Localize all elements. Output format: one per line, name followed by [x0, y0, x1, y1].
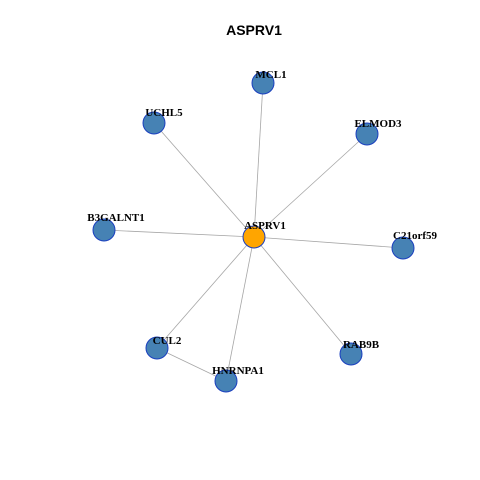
edge-asprv1-elmod3 — [253, 133, 368, 238]
node-label-mcl1: MCL1 — [255, 69, 286, 81]
node-cul2[interactable] — [145, 336, 169, 360]
node-label-c21orf59: C21orf59 — [393, 230, 437, 242]
edge-layer — [103, 82, 404, 382]
node-label-b3galnt1: B3GALNT1 — [87, 212, 144, 224]
node-uchl5[interactable] — [142, 111, 166, 135]
edge-cul2-hnrnpa1 — [156, 347, 227, 382]
node-elmod3[interactable] — [355, 122, 379, 146]
edge-asprv1-hnrnpa1 — [225, 236, 255, 382]
edge-asprv1-b3galnt1 — [103, 229, 255, 238]
label-layer: ASPRV1 MCL1UCHL5ELMOD3B3GALNT1C21orf59CUL… — [87, 69, 437, 377]
node-label-asprv1: ASPRV1 — [244, 220, 286, 232]
node-label-elmod3: ELMOD3 — [354, 118, 402, 130]
node-label-rab9b: RAB9B — [343, 339, 380, 351]
node-asprv1[interactable] — [242, 225, 266, 249]
edge-asprv1-cul2 — [156, 236, 255, 349]
node-label-cul2: CUL2 — [153, 335, 182, 347]
node-layer — [92, 71, 415, 393]
node-mcl1[interactable] — [251, 71, 275, 95]
node-c21orf59[interactable] — [391, 236, 415, 260]
node-b3galnt1[interactable] — [92, 218, 116, 242]
graph-title: ASPRV1 — [226, 22, 282, 38]
node-label-hnrnpa1: HNRNPA1 — [212, 365, 264, 377]
node-rab9b[interactable] — [339, 342, 363, 366]
edge-asprv1-rab9b — [253, 236, 352, 355]
edge-asprv1-c21orf59 — [253, 236, 404, 249]
edge-asprv1-mcl1 — [253, 82, 264, 238]
edge-asprv1-uchl5 — [153, 122, 255, 238]
node-label-uchl5: UCHL5 — [145, 107, 183, 119]
node-hnrnpa1[interactable] — [214, 369, 238, 393]
